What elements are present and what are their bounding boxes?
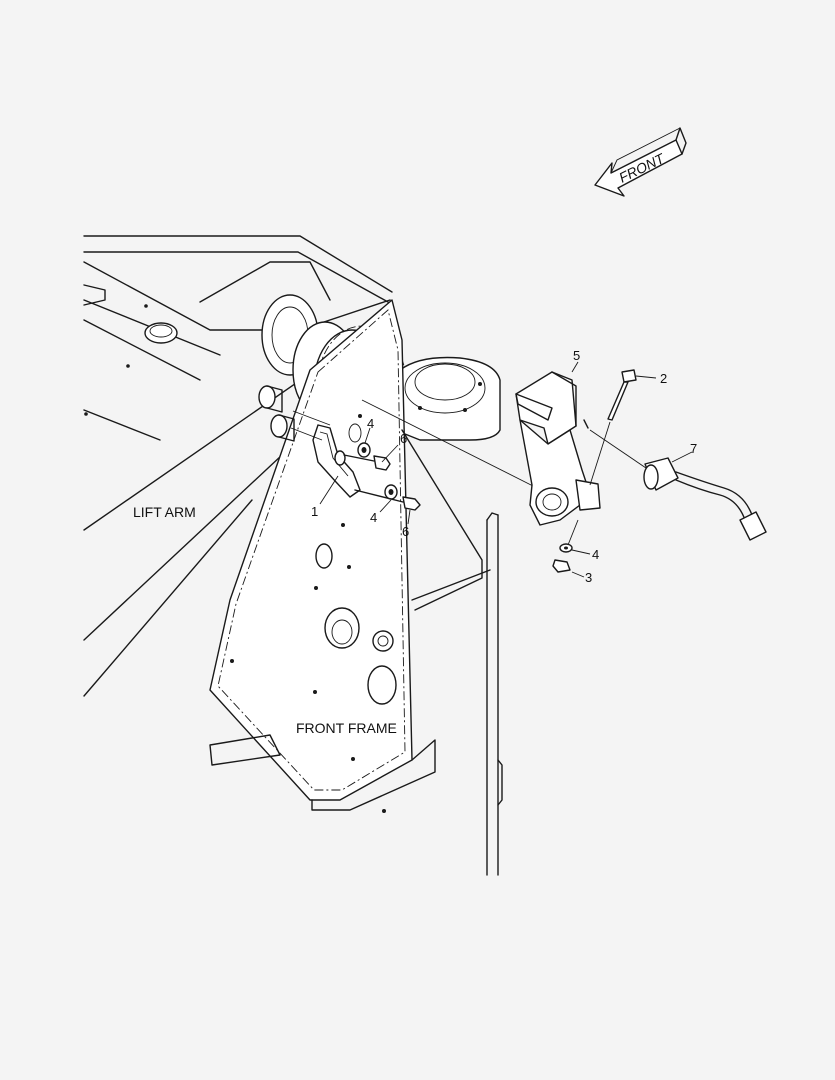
callout-5: 5 (573, 348, 580, 363)
callout-6-lower: 6 (402, 524, 409, 539)
bolt-6-upper (343, 454, 391, 471)
callout-6-upper: 6 (400, 431, 407, 446)
callout-4-lower: 4 (370, 510, 377, 525)
washer-4-upper (357, 442, 371, 458)
part-5-sensor-bracket (515, 371, 601, 526)
washer-4-right (559, 543, 573, 553)
part-7-proximity-sensor (589, 429, 767, 541)
callout-2: 2 (660, 371, 667, 386)
callout-4-upper: 4 (367, 416, 374, 431)
nut-3 (552, 559, 571, 573)
callout-1: 1 (311, 504, 318, 519)
alignment-line (361, 399, 536, 488)
front-frame-label: FRONT FRAME (296, 720, 397, 736)
lift-arm-label: LIFT ARM (133, 504, 196, 520)
frame-post (486, 512, 503, 876)
callout-3: 3 (585, 570, 592, 585)
front-arrow-label: FRONT (616, 150, 668, 186)
washer-4-lower (384, 484, 398, 500)
part-2-bolt (567, 369, 637, 546)
front-frame (209, 299, 491, 813)
callout-leaders (319, 361, 693, 578)
part-1-striker-bracket (290, 410, 361, 498)
callout-4-right: 4 (592, 547, 599, 562)
mounting-bosses (258, 385, 295, 442)
callout-7: 7 (690, 441, 697, 456)
bolt-6-lower (354, 489, 421, 511)
articulation-plate (399, 356, 501, 441)
front-direction-arrow: FRONT (594, 127, 687, 197)
